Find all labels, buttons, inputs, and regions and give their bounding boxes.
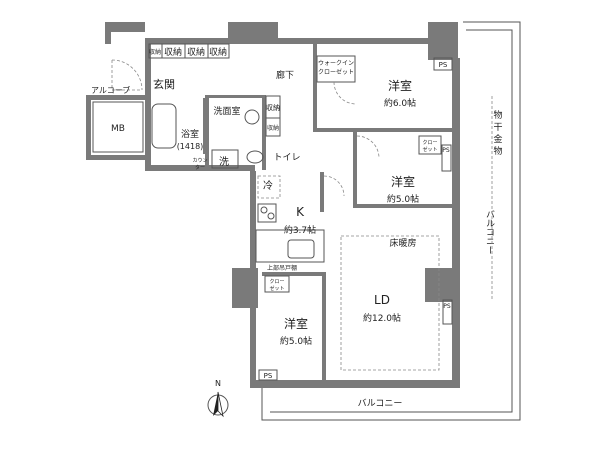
- closet-b-label: 収納: [267, 124, 279, 132]
- floor-heating-area: [340, 235, 440, 371]
- kitchen-name: K: [296, 205, 305, 219]
- western2-name: 洋室: [391, 174, 415, 189]
- western2-door: [356, 135, 380, 159]
- balcony-inner-outline: [270, 29, 513, 413]
- ld-name: LD: [374, 293, 390, 307]
- kitchen-door: [323, 175, 345, 197]
- western3-size: 約5.0帖: [280, 335, 312, 347]
- storage-label-2: 収納: [187, 46, 205, 58]
- ps-box-1: [433, 57, 453, 71]
- kitchen-counter: [255, 229, 325, 263]
- closet-box-b: [265, 117, 281, 137]
- western2-size: 約5.0帖: [387, 193, 419, 205]
- north-label: N: [215, 379, 221, 388]
- toilet-label: トイレ: [273, 153, 300, 163]
- entrance-label: 玄関: [153, 77, 175, 91]
- hallway-label: 廊下: [276, 69, 294, 81]
- entrance-door: [111, 59, 143, 91]
- exterior-walls: [86, 22, 460, 388]
- balcony-label-bottom: バルコニー: [358, 398, 403, 409]
- balcony-label-right: バルコニー: [484, 209, 495, 254]
- upper-cabinet-label: 上部吊戸棚: [267, 264, 297, 272]
- ps-box-3: [442, 299, 453, 325]
- closet-w3-label-2: ゼット: [269, 285, 284, 292]
- entrance-door-2: [111, 60, 142, 91]
- closet-box-w2: [418, 135, 442, 155]
- western3-name: 洋室: [284, 316, 308, 331]
- alcove-label: アルコーブ: [91, 85, 130, 95]
- closet-w2-label-2: ゼット: [422, 146, 437, 153]
- floor-heating-label: 床暖房: [389, 237, 416, 249]
- ps-label-1: PS: [439, 61, 448, 69]
- bath-washroom-divider: [203, 98, 206, 154]
- western1-name: 洋室: [388, 78, 412, 93]
- bath-label: 浴室: [181, 128, 199, 140]
- western1-size: 約6.0帖: [384, 97, 416, 109]
- drying-rack-char-3: 金: [493, 133, 502, 145]
- kitchen-sink: [287, 239, 315, 259]
- toilet-fixture: [246, 150, 264, 164]
- wash-machine-box: [211, 149, 239, 169]
- washroom-label-1: 洗面室: [213, 105, 240, 117]
- north-compass: [207, 391, 229, 418]
- ps-label-4: PS: [264, 372, 273, 380]
- wash-machine-label: 洗: [219, 156, 229, 168]
- ps-label-3: PS: [443, 303, 451, 310]
- walkin-label-1: ウォークイン: [318, 59, 354, 67]
- balcony-outline: [261, 21, 521, 421]
- ps-box-4: [258, 369, 278, 381]
- storage-label-3: 収納: [209, 46, 227, 58]
- mb-box: [92, 101, 144, 153]
- bath-size: (1418): [177, 142, 204, 151]
- counter-label-2: ター: [195, 164, 205, 171]
- drying-rack-char-1: 物: [493, 109, 502, 121]
- drying-rack-char-2: 干: [493, 122, 502, 133]
- counter-label-1: カウン: [192, 157, 207, 164]
- closet-w3-label-1: クロー: [269, 279, 284, 285]
- walkin-label-2: クローゼット: [318, 68, 354, 76]
- closet-w2-label-1: クロー: [422, 140, 437, 146]
- mb-label: MB: [111, 124, 125, 134]
- storage-strip: [148, 43, 230, 59]
- ld-size: 約12.0帖: [363, 312, 401, 324]
- storage-label-1: 収納: [164, 46, 182, 58]
- ps-box-2: [441, 144, 452, 172]
- walkin-closet-box: [316, 55, 356, 83]
- western1-door: [333, 81, 357, 105]
- fridge-label: 冷: [263, 179, 273, 192]
- washbasin: [244, 109, 260, 125]
- interior-walls: [205, 44, 453, 382]
- closet-box-w3: [264, 275, 290, 293]
- storage-label-small: 収納: [149, 48, 161, 56]
- stove: [257, 203, 277, 223]
- drying-rack-char-4: 物: [493, 145, 502, 157]
- ps-label-2a: PS: [442, 147, 450, 154]
- bathtub: [151, 103, 177, 149]
- fridge-box: [257, 175, 281, 199]
- closet-a-label: 収納: [266, 103, 280, 112]
- kitchen-size: 約3.7帖: [284, 224, 316, 236]
